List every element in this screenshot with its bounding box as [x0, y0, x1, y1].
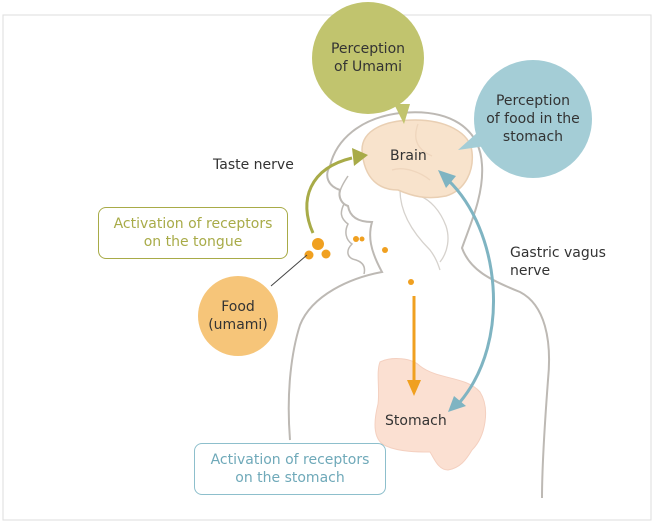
stomach-label: Stomach — [385, 413, 447, 429]
food-leader-line — [270, 254, 308, 287]
taste-nerve-label: Taste nerve — [213, 157, 294, 173]
food-line-2: (umami) — [208, 317, 268, 333]
tongue-receptor-box: Activation of receptors on the tongue — [98, 207, 288, 259]
food-particle — [359, 236, 365, 242]
face-profile — [338, 175, 366, 275]
food-particle — [382, 247, 388, 253]
food-particle — [408, 279, 414, 285]
umami-perception-circle: Perception of Umami — [312, 2, 424, 114]
umami-perception-line-2: of Umami — [334, 59, 402, 75]
stomach-receptor-line-2: on the stomach — [235, 470, 345, 486]
food-particle — [353, 236, 359, 242]
tongue-receptor-line-2: on the tongue — [143, 234, 243, 250]
skull-inner — [399, 189, 441, 271]
gastric-vagus-line-2: nerve — [510, 263, 551, 279]
stomach-perception-line-2: of food in the — [486, 111, 580, 127]
brain-fold — [391, 123, 433, 181]
stomach-perception-line-1: Perception — [495, 93, 571, 109]
gastric-vagus-label: Gastric vagus nerve — [510, 244, 606, 280]
taste-nerve-arrowhead — [352, 148, 368, 166]
body-outline — [287, 111, 551, 499]
ear-outline — [419, 195, 449, 263]
stomach-perception-line-3: stomach — [502, 129, 564, 145]
umami-pointer — [394, 104, 410, 124]
frame-border — [2, 14, 652, 521]
food-line-1: Food — [221, 299, 255, 315]
umami-perception-line-1: Perception — [330, 41, 406, 57]
food-particles — [304, 236, 414, 285]
taste-nerve-arrow — [305, 156, 353, 234]
food-particle — [304, 250, 314, 260]
tongue-receptor-line-1: Activation of receptors — [113, 216, 273, 232]
stomach-perception-circle: Perception of food in the stomach — [474, 60, 592, 178]
food-circle: Food (umami) — [198, 276, 278, 356]
vagus-arrowhead-bottom — [448, 396, 466, 412]
food-particle — [312, 238, 324, 250]
stomach-receptor-line-1: Activation of receptors — [210, 452, 370, 468]
food-particle — [321, 249, 331, 259]
food-path-arrowhead — [407, 380, 421, 396]
brain-label: Brain — [390, 148, 427, 164]
stomach-receptor-box: Activation of receptors on the stomach — [194, 443, 386, 495]
vagus-nerve-arrow — [446, 178, 495, 403]
gastric-vagus-line-1: Gastric vagus — [510, 245, 606, 261]
vagus-arrowhead-top — [438, 170, 456, 188]
stomach-shape — [374, 358, 486, 471]
